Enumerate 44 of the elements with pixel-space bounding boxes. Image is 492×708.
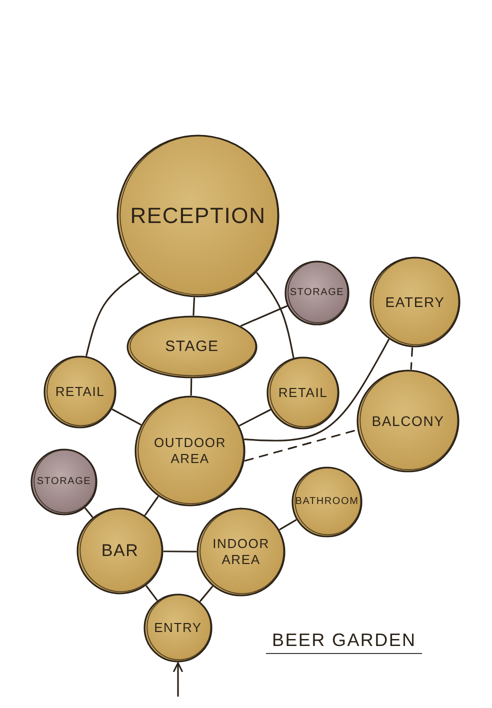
connector-line (144, 496, 159, 516)
connector-line (84, 508, 94, 518)
bubble-label: BALCONY (372, 412, 444, 430)
space-bubble (76, 507, 164, 595)
bubble-label: STAGE (165, 338, 219, 356)
space-bubble (356, 369, 460, 473)
connector-line (239, 409, 271, 426)
connector-line (190, 378, 192, 396)
bubble-label: RETAIL (278, 385, 328, 401)
connector-line (279, 519, 297, 530)
bubble-label: STORAGE (36, 476, 92, 488)
space-bubble (369, 256, 461, 348)
connector-line (163, 550, 197, 552)
bubble-label: BAR (101, 540, 139, 562)
connector-line (240, 305, 288, 326)
connector-line (86, 272, 140, 356)
connector-line (146, 585, 158, 601)
bubble-label: RETAIL (55, 384, 105, 400)
space-bubble (266, 356, 340, 430)
bubble-label: INDOOR AREA (212, 536, 270, 568)
diagram-title: BEER GARDEN (266, 630, 422, 654)
connector-line (200, 586, 214, 602)
space-bubble (116, 134, 280, 298)
connector-line (256, 272, 294, 358)
space-bubble (30, 448, 98, 516)
space-bubble (196, 507, 286, 597)
connector-line (192, 297, 196, 316)
space-bubble (134, 395, 246, 507)
connector-line (112, 408, 142, 426)
bubble-label: OUTDOOR AREA (152, 435, 228, 467)
bubble-label: EATERY (385, 294, 445, 310)
dashed-connector-line (244, 429, 358, 462)
connector-line (244, 338, 390, 442)
bubble-label: STORAGE (290, 287, 344, 299)
bubble-label: BATHROOM (295, 496, 359, 508)
space-bubble (43, 355, 117, 429)
dashed-connector-line (410, 347, 414, 370)
arrow (172, 662, 184, 697)
space-bubble (143, 593, 213, 663)
bubble-label: ENTRY (154, 620, 202, 636)
space-bubble (291, 466, 363, 538)
space-bubble (284, 260, 350, 326)
space-bubble (126, 315, 258, 379)
bubble-label: RECEPTION (130, 202, 266, 230)
